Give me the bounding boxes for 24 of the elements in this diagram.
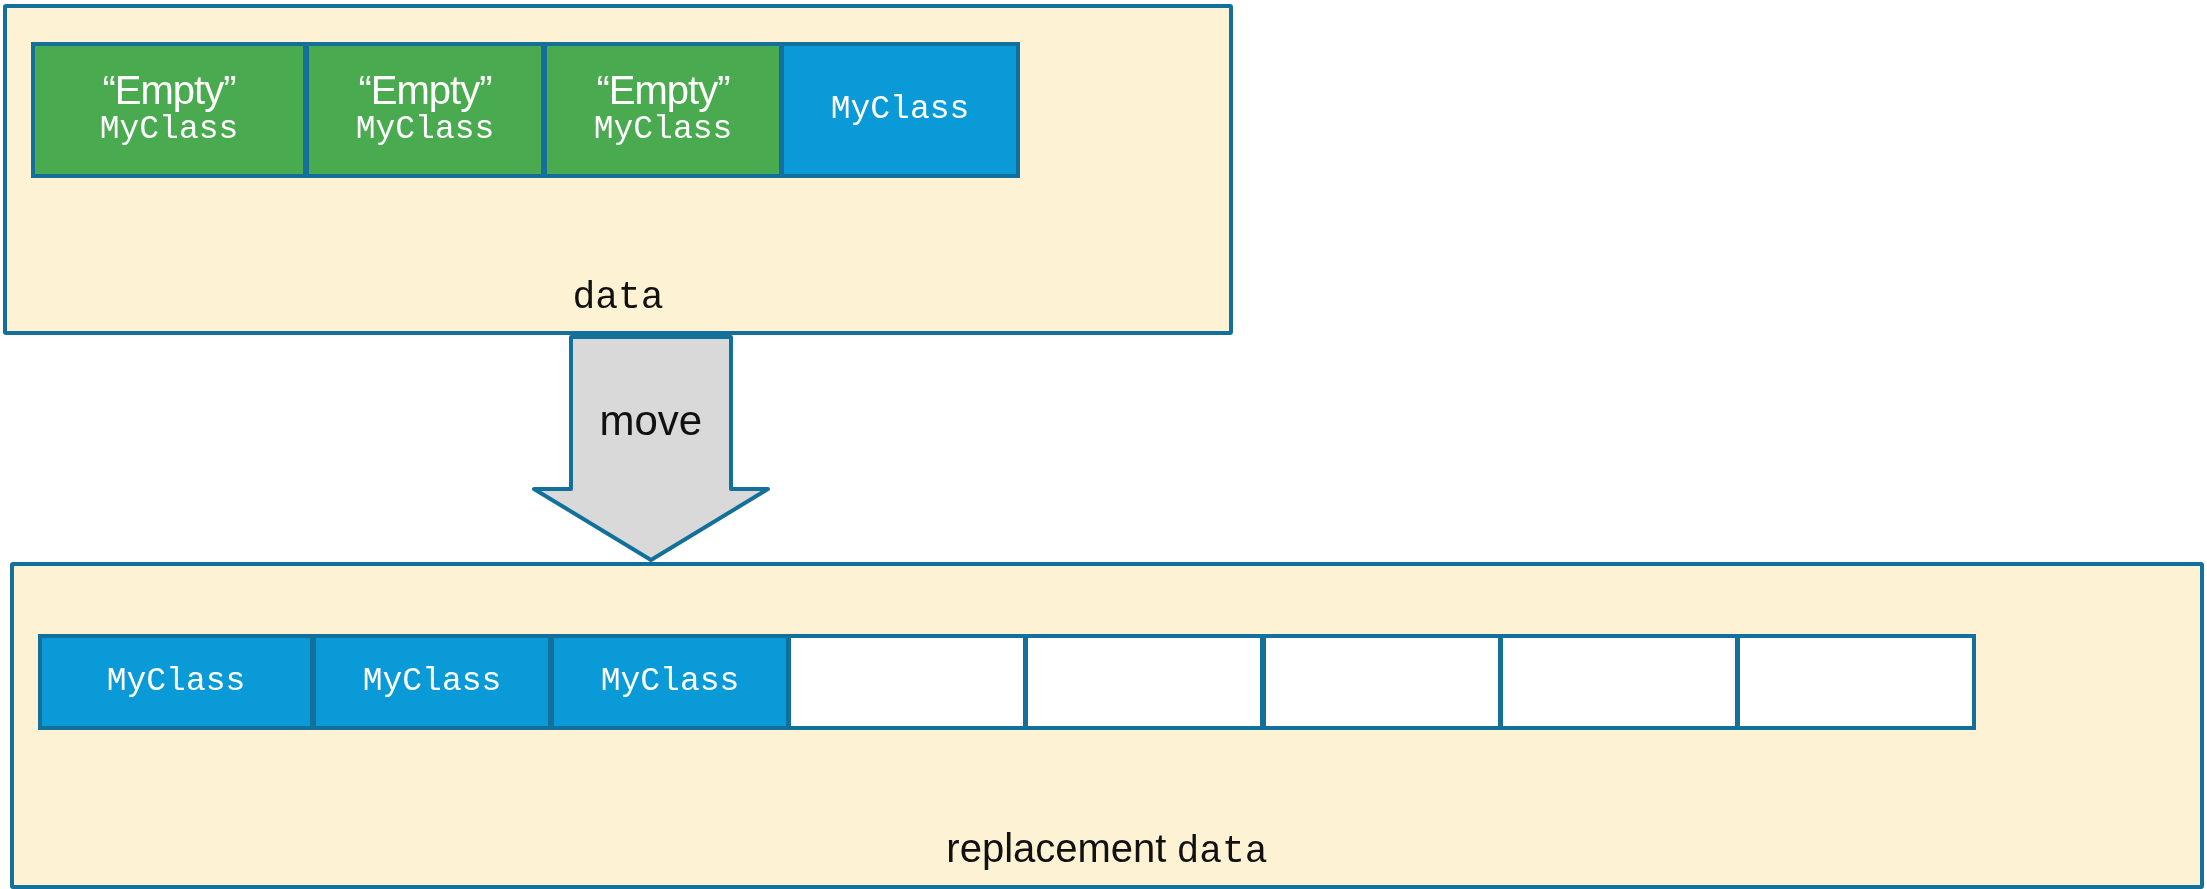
- class-name: MyClass: [99, 111, 239, 150]
- edge-label: move: [599, 397, 703, 445]
- cell-label: “Empty”: [596, 70, 730, 110]
- panel-label: replacement: [946, 826, 1167, 871]
- class-name: MyClass: [830, 90, 970, 130]
- array-cell: [543, 42, 783, 178]
- array-cell: [305, 42, 545, 178]
- class-name: MyClass: [593, 111, 733, 150]
- class-name: MyClass: [106, 662, 246, 702]
- array-cell: [780, 42, 1020, 178]
- class-name: MyClass: [362, 662, 502, 702]
- panel-label: data: [572, 276, 664, 319]
- array-cell: [312, 634, 552, 730]
- array-cell: [31, 42, 307, 178]
- panel-background: [3, 4, 1233, 335]
- class-name: MyClass: [600, 662, 740, 702]
- cell-label: “Empty”: [358, 70, 492, 110]
- panel-label: data: [1176, 830, 1268, 873]
- block-arrow: [532, 335, 770, 562]
- panel-background: [10, 562, 2204, 889]
- cell-label: “Empty”: [102, 70, 236, 110]
- array-cell: [550, 634, 790, 730]
- array-cell: [38, 634, 314, 730]
- class-name: MyClass: [355, 111, 495, 150]
